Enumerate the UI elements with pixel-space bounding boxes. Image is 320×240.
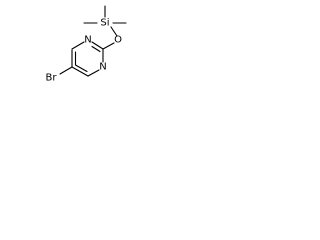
atom-labels: Br N N O Si [46,18,123,84]
pyrimidine-ring [71,41,104,77]
atom-label-nitrogen-top: N [84,35,91,46]
bond-n3-c2 [91,41,104,50]
bond-c5-br [59,66,73,75]
atom-label-oxygen: O [114,35,122,46]
substituent-bonds [59,5,127,75]
bond-n3-c2-inner [91,45,101,53]
bond-n1-c6 [87,69,100,77]
atom-label-silicon: Si [100,18,109,29]
bond-c4-n3 [71,41,85,50]
bond-o-si [110,26,118,37]
bond-c2-o [102,42,115,50]
bond-c6-c5-inner [74,64,88,73]
atom-label-nitrogen-bottom: N [99,62,106,73]
molecule-structure: Br N N O Si [46,5,127,84]
bond-c6-c5 [71,66,89,77]
atom-label-bromine: Br [46,73,58,84]
